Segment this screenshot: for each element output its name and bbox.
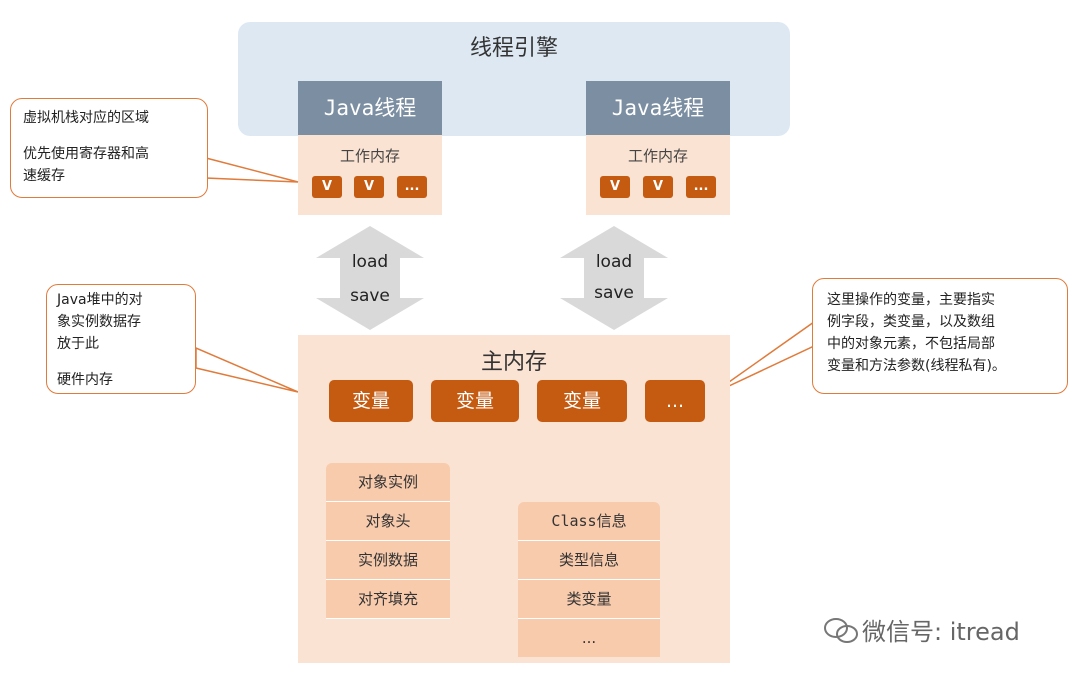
class-info-table: Class信息 类型信息 类变量 ... (518, 502, 660, 657)
type-info-cell: 类型信息 (518, 541, 660, 580)
class-info-header: Class信息 (518, 502, 660, 541)
padding-cell: 对齐填充 (326, 580, 450, 619)
work-memory-2-label: 工作内存 (627, 147, 688, 165)
main-memory-title: 主内存 (480, 350, 547, 375)
callout-heap-line4: 硬件内存 (57, 372, 113, 388)
callout-heap: Java堆中的对 象实例数据存 放于此 硬件内存 (46, 284, 196, 394)
callout-vars-line2: 例字段，类变量，以及数组 (827, 314, 995, 330)
callout-stack-tail (205, 157, 299, 183)
callout-stack-line3: 速缓存 (23, 168, 65, 184)
object-instance-header: 对象实例 (326, 463, 450, 502)
callout-vars-line4: 变量和方法参数(线程私有)。 (827, 358, 1006, 374)
callout-vars-line1: 这里操作的变量，主要指实 (827, 292, 995, 308)
callout-vars: 这里操作的变量，主要指实 例字段，类变量，以及数组 中的对象元素，不包括局部 变… (812, 278, 1068, 394)
load-save-arrow-1 (316, 226, 424, 330)
callout-vars-line3: 中的对象元素，不包括局部 (827, 336, 995, 352)
load-label-2: load (595, 252, 633, 272)
object-instance-table: 对象实例 对象头 实例数据 对齐填充 (326, 463, 450, 619)
callout-heap-line1: Java堆中的对 (57, 292, 143, 308)
callout-heap-line2: 象实例数据存 (57, 314, 141, 330)
main-var-3: 变量 (537, 380, 627, 422)
java-thread-2-header: Java线程 (586, 81, 730, 135)
callout-heap-line3: 放于此 (57, 336, 99, 352)
class-var-cell: 类变量 (518, 580, 660, 619)
work-memory-1-var-2: V (354, 176, 384, 198)
class-info-more-cell: ... (518, 619, 660, 657)
work-memory-1-var-1: V (312, 176, 342, 198)
work-memory-1 (298, 135, 442, 215)
save-label-2: save (594, 283, 634, 303)
callout-stack-line1: 虚拟机栈对应的区域 (23, 110, 149, 126)
work-memory-2 (586, 135, 730, 215)
main-var-2: 变量 (431, 380, 519, 422)
callout-stack-line2: 优先使用寄存器和高 (23, 146, 149, 162)
object-header-cell: 对象头 (326, 502, 450, 541)
callout-heap-tail (195, 346, 299, 393)
java-thread-1-header: Java线程 (298, 81, 442, 135)
load-save-arrow-2 (560, 226, 668, 330)
wechat-icon (824, 618, 858, 643)
work-memory-1-label: 工作内存 (339, 147, 400, 165)
watermark: 微信号: itread (822, 612, 1052, 646)
instance-data-cell: 实例数据 (326, 541, 450, 580)
main-var-1: 变量 (329, 380, 413, 422)
work-memory-2-var-1: V (600, 176, 630, 198)
work-memory-2-var-more: ... (686, 176, 716, 198)
main-var-more: ... (645, 380, 705, 422)
save-label-1: save (350, 286, 390, 306)
watermark-text: 微信号: itread (862, 618, 1020, 646)
callout-stack: 虚拟机栈对应的区域 优先使用寄存器和高 速缓存 (10, 98, 208, 198)
engine-title: 线程引擎 (469, 36, 558, 61)
load-label-1: load (351, 252, 389, 272)
work-memory-2-var-2: V (643, 176, 673, 198)
work-memory-1-var-more: ... (397, 176, 427, 198)
